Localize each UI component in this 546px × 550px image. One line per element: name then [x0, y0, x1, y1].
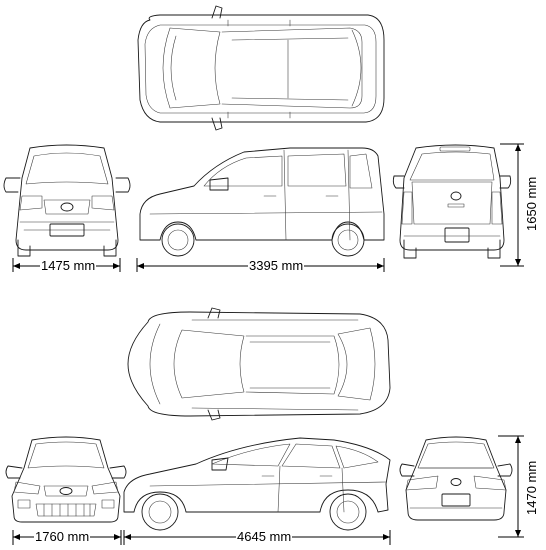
car2-height-label: 1470 mm — [524, 459, 539, 516]
car2-side-view — [123, 437, 391, 531]
car1-length-label: 3395 mm — [248, 258, 305, 273]
car1-side-view — [139, 147, 385, 257]
car1-height-label: 1650 mm — [524, 175, 539, 232]
car2-width-label: 1760 mm — [34, 529, 91, 544]
car1-front-view — [3, 144, 131, 257]
car2-front-view — [5, 436, 127, 523]
car2-length-label: 4645 mm — [236, 529, 293, 544]
car2-rear-view — [399, 436, 513, 521]
car1-rear-view — [392, 144, 512, 259]
car1-top-view — [137, 5, 385, 131]
car2-top-view — [127, 307, 391, 421]
car1-height-dimension — [500, 143, 524, 267]
car1-width-label: 1475 mm — [40, 258, 97, 273]
car2-height-dimension — [498, 435, 524, 538]
